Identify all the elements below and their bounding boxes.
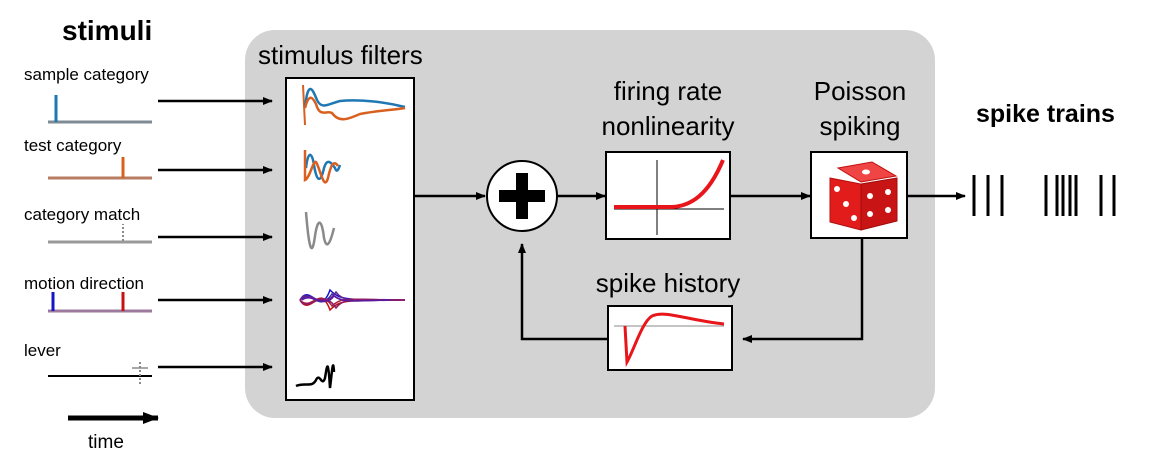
nonlinearity-box	[605, 151, 731, 240]
nonlinearity-title-line1: firing rate	[614, 76, 722, 106]
feedback-line-out	[742, 238, 864, 343]
filter-motion-direction	[299, 288, 406, 312]
stimulus-label: motion direction	[24, 274, 144, 293]
filter-category-match	[304, 211, 336, 250]
stimuli-title: stimuli	[62, 15, 152, 46]
poisson-title-line2: spiking	[820, 111, 901, 141]
spike-train	[972, 175, 1116, 216]
nonlinearity-title-line2: nonlinearity	[602, 111, 735, 141]
stimulus-row-category-match: category match	[24, 205, 152, 244]
stimulus-row-sample-category: sample category	[24, 65, 152, 124]
stimulus-row-motion-direction: motion direction	[24, 274, 152, 313]
stimulus-label: lever	[24, 341, 61, 360]
dice-icon	[829, 161, 898, 231]
history-box	[607, 305, 733, 371]
filter-lever	[295, 364, 336, 389]
sum-node	[486, 160, 558, 232]
feedback-line-back	[518, 243, 608, 341]
stimulus-row-lever: lever	[24, 341, 152, 384]
model-panel	[245, 30, 935, 418]
time-label: time	[88, 432, 124, 453]
stimulus-label: category match	[24, 205, 140, 224]
stimulus-row-test-category: test category	[24, 136, 152, 180]
filters-title: stimulus filters	[258, 40, 423, 70]
history-title: spike history	[596, 268, 741, 298]
filter-sample-category	[302, 84, 406, 126]
output-title: spike trains	[976, 100, 1115, 128]
filters-box	[285, 77, 415, 401]
poisson-title-line1: Poisson	[814, 76, 907, 106]
stimulus-label: test category	[24, 136, 122, 155]
stimulus-label: sample category	[24, 65, 149, 84]
filter-test-category	[303, 150, 342, 184]
